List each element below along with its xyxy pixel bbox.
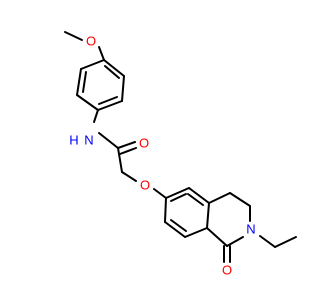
bond-ring1-c (97, 100, 123, 111)
molecule-structure: O H N O O N O (64, 31, 297, 278)
bond-co-double-1 (117, 141, 136, 149)
bond-ring2-b (164, 221, 186, 238)
bond-ring2-c (184, 227, 208, 238)
bond-ring3-a (208, 192, 231, 204)
atom-o-carbonyl-amide: O (139, 136, 149, 151)
bond-ring3-e (206, 227, 228, 247)
bond-ring1-inner-3 (82, 71, 87, 93)
bond-ring3-b (229, 192, 251, 207)
bond-ring1-inner-2 (98, 96, 118, 105)
bond-n-carbonyl (98, 132, 119, 149)
bond-co-double-2 (119, 147, 137, 155)
bond-ring2-f (165, 187, 190, 199)
atom-o-ether: O (140, 178, 150, 193)
atom-o-methoxy: O (86, 34, 96, 49)
bond-ring1-d (76, 94, 99, 111)
bond-ring2-inner-3 (170, 193, 187, 202)
bond-o-aryl (153, 188, 167, 199)
bond-ring1-e (76, 68, 82, 96)
atom-n-lactam: N (246, 222, 255, 237)
bond-o-ring (98, 46, 105, 61)
bond-ring2-a (164, 197, 167, 223)
atom-n-amide: N (84, 133, 93, 148)
bond-ring1-b (121, 75, 125, 102)
bond-carbonyl-ch2 (117, 147, 123, 173)
bond-ring2-inner-2 (187, 193, 204, 206)
bond-ring3-d (226, 236, 244, 247)
bond-ring1-inner-1 (104, 65, 120, 79)
bond-ring2-e (188, 187, 210, 204)
atom-labels: O H N O O N O (69, 34, 255, 278)
bond-ring1-f (80, 59, 105, 70)
bond-n-ethyl-1 (259, 235, 276, 248)
bond-methyl-o (64, 31, 83, 41)
atom-h-amide: H (69, 133, 78, 148)
bonds (64, 31, 297, 263)
bond-ring2-inner-1 (170, 219, 187, 232)
molecule-canvas: O H N O O N O (64, 31, 297, 278)
bond-ring1-a (103, 59, 125, 77)
bond-ring-n (93, 109, 99, 123)
bond-ring2-d (206, 202, 210, 229)
bond-ch2-o (121, 171, 137, 182)
atom-o-lactam: O (222, 263, 232, 278)
bond-ethyl-2 (274, 236, 297, 248)
